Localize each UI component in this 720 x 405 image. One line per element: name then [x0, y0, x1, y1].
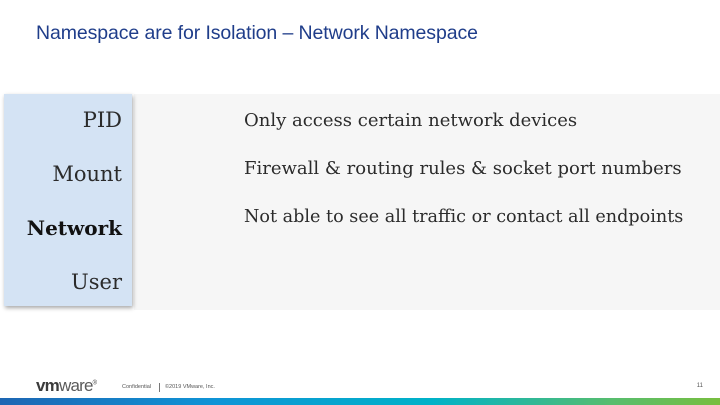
page-number: 11 [696, 383, 703, 389]
namespace-item-pid: PID [82, 108, 122, 132]
logo-light-text: ware [58, 376, 93, 395]
namespace-item-mount: Mount [52, 162, 122, 186]
slide-title: Namespace are for Isolation – Network Na… [36, 22, 478, 44]
namespace-list-panel: PID Mount Network User [4, 94, 132, 306]
footer-divider [159, 383, 160, 392]
brand-gradient-bar [0, 398, 720, 405]
registered-mark: ® [92, 380, 97, 387]
content-panel [134, 94, 720, 310]
namespace-item-network: Network [26, 216, 122, 240]
bullet-network-devices: Only access certain network devices [244, 110, 578, 131]
copyright-label: ©2019 VMware, Inc. [165, 384, 215, 390]
vmware-logo: vmware® [36, 376, 97, 396]
namespace-item-user: User [71, 270, 122, 294]
bullet-traffic-endpoints: Not able to see all traffic or contact a… [244, 207, 684, 227]
confidential-label: Confidential [122, 384, 152, 390]
logo-bold-text: vm [36, 376, 60, 395]
bullet-firewall-routing: Firewall & routing rules & socket port n… [244, 158, 682, 179]
